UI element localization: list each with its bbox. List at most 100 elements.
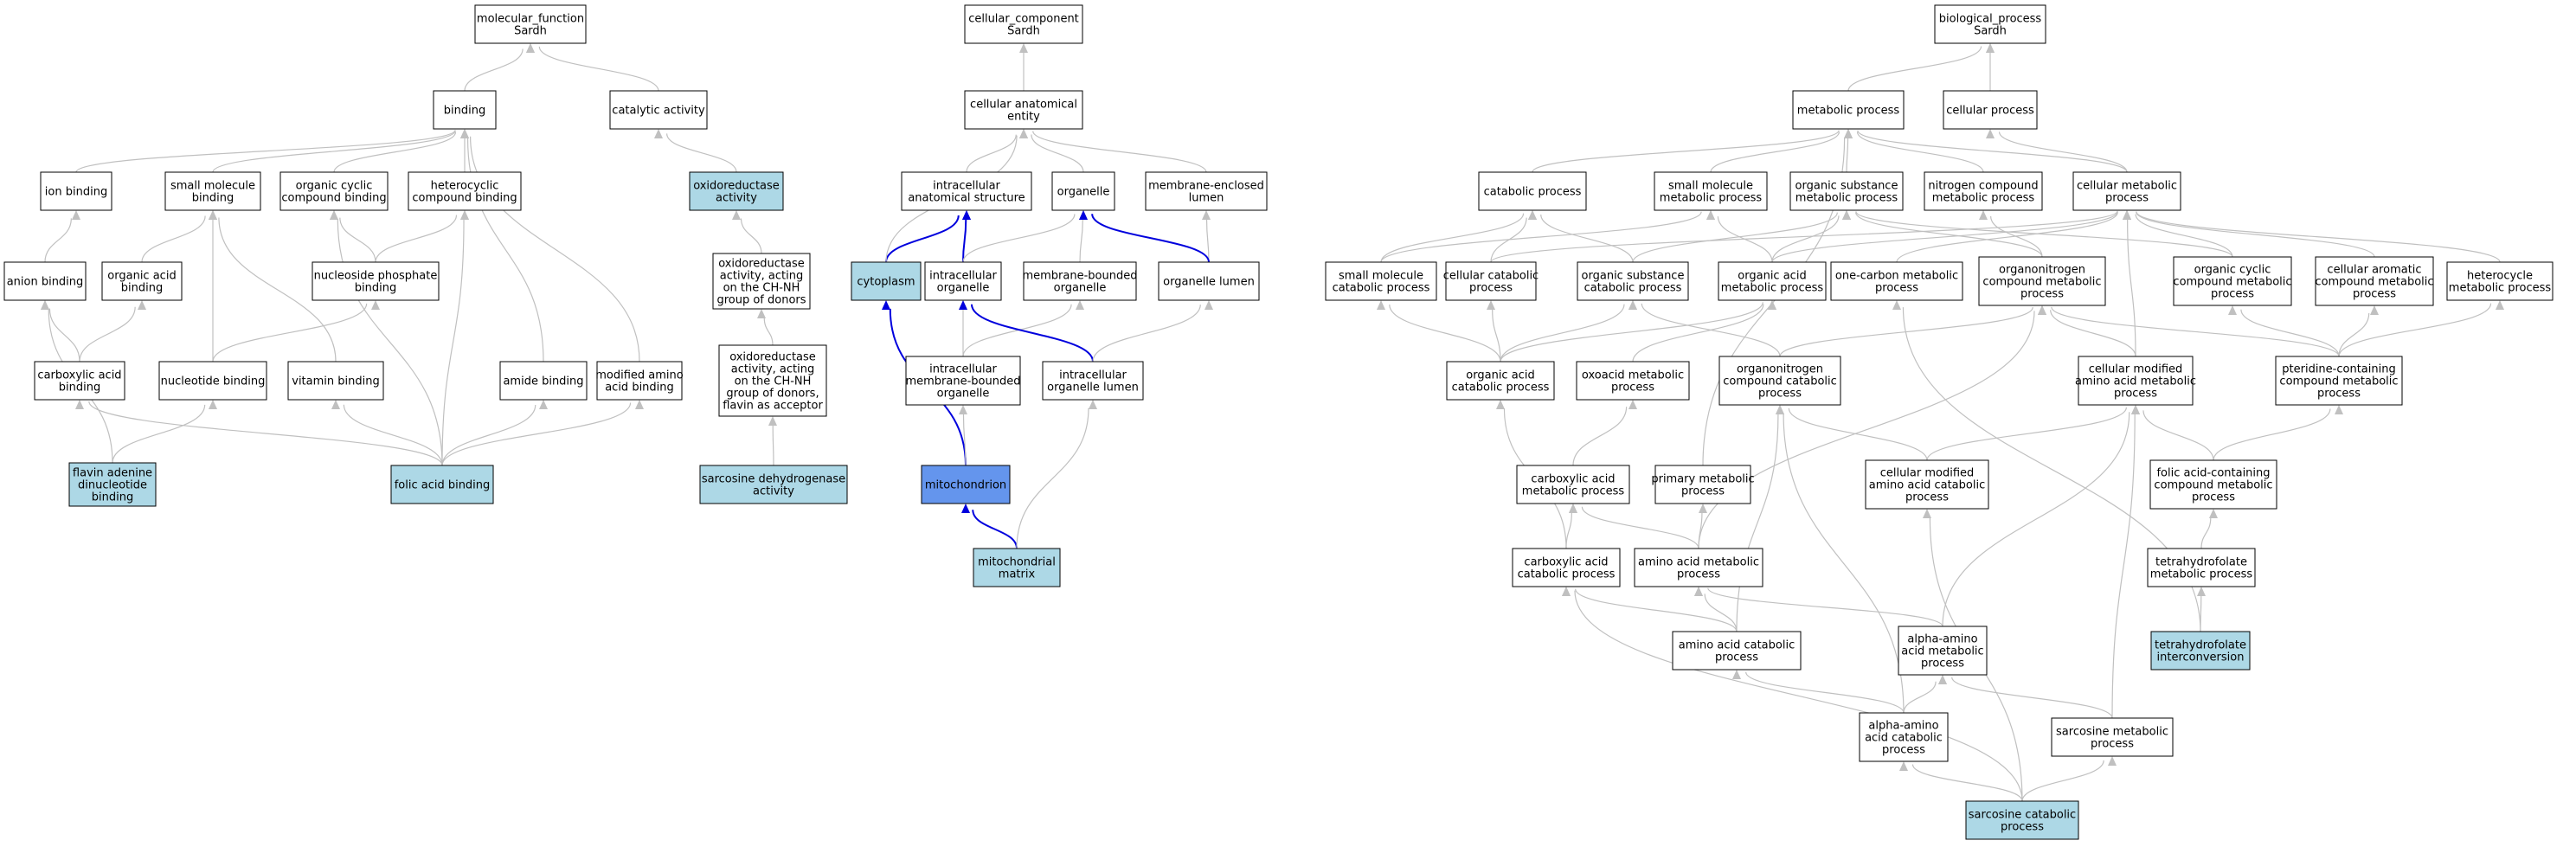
node-box	[1512, 548, 1621, 587]
node-box	[158, 361, 267, 401]
arrowhead-cae-to-cc	[1019, 43, 1028, 53]
node-mito[interactable]: mitochondrion	[921, 465, 1011, 504]
node-label-line: oxoacid metabolic	[1582, 369, 1684, 382]
node-label-line: metabolic process	[1721, 282, 1824, 295]
edge-pcmp-to-oncmp	[2051, 306, 2340, 357]
node-cp[interactable]: cellular process	[1943, 90, 2038, 130]
edge-oacp-to-ccp	[1492, 309, 1501, 363]
edge-layer	[41, 43, 2504, 802]
node-box	[1865, 459, 1989, 510]
node-label-line: small molecule	[1339, 270, 1423, 283]
edge-smmp-to-mp	[1710, 132, 1840, 173]
node-amideb[interactable]: amide binding	[499, 361, 588, 401]
arrowhead-cyto-to-cae	[1019, 129, 1028, 138]
node-cyto[interactable]: cytoplasm	[851, 261, 922, 301]
arrowhead-cmaamp-to-cmp	[2123, 210, 2131, 220]
arrowhead-oncmp-to-ncmp	[1979, 210, 1988, 220]
arrowhead-sarcp-to-carbcp	[1562, 587, 1571, 596]
arrowhead-onccp-to-oscp	[1628, 300, 1637, 310]
node-catact[interactable]: catalytic activity	[609, 90, 708, 130]
node-vitb[interactable]: vitamin binding	[287, 361, 384, 401]
node-label-line: nucleoside phosphate	[314, 270, 438, 283]
node-mp[interactable]: metabolic process	[1792, 90, 1905, 130]
edge-cacmp-to-cmp	[2136, 211, 2375, 258]
node-catp[interactable]: catabolic process	[1478, 171, 1587, 211]
node-anionb[interactable]: anion binding	[3, 261, 87, 301]
node-label-line: membrane-enclosed	[1148, 180, 1264, 193]
node-label-line: group of donors	[716, 294, 806, 307]
node-ionb[interactable]: ion binding	[40, 171, 112, 211]
arrowhead-modaab-to-binding	[460, 129, 469, 138]
arrowhead-anionb-to-ionb	[72, 210, 80, 220]
edge-hmp-to-cmp	[2136, 211, 2501, 263]
arrowhead-occmp-to-osmp	[1842, 210, 1851, 220]
node-label-line: process	[2105, 192, 2149, 205]
node-ol[interactable]: organelle lumen	[1158, 261, 1260, 301]
edge-pcmp-to-occmp	[2240, 309, 2340, 357]
node-label-line: organelle lumen	[1047, 382, 1139, 395]
node-label-line: acid catabolic	[1865, 732, 1943, 745]
node-box	[699, 465, 848, 504]
node-binding[interactable]: binding	[433, 90, 497, 130]
edge-ncmp-to-mp	[1856, 132, 1984, 173]
node-nucb[interactable]: nucleotide binding	[158, 361, 267, 401]
node-label-line: cellular modified	[2089, 363, 2183, 376]
node-organelle[interactable]: organelle	[1051, 171, 1115, 211]
node-folb[interactable]: folic acid binding	[390, 465, 494, 504]
